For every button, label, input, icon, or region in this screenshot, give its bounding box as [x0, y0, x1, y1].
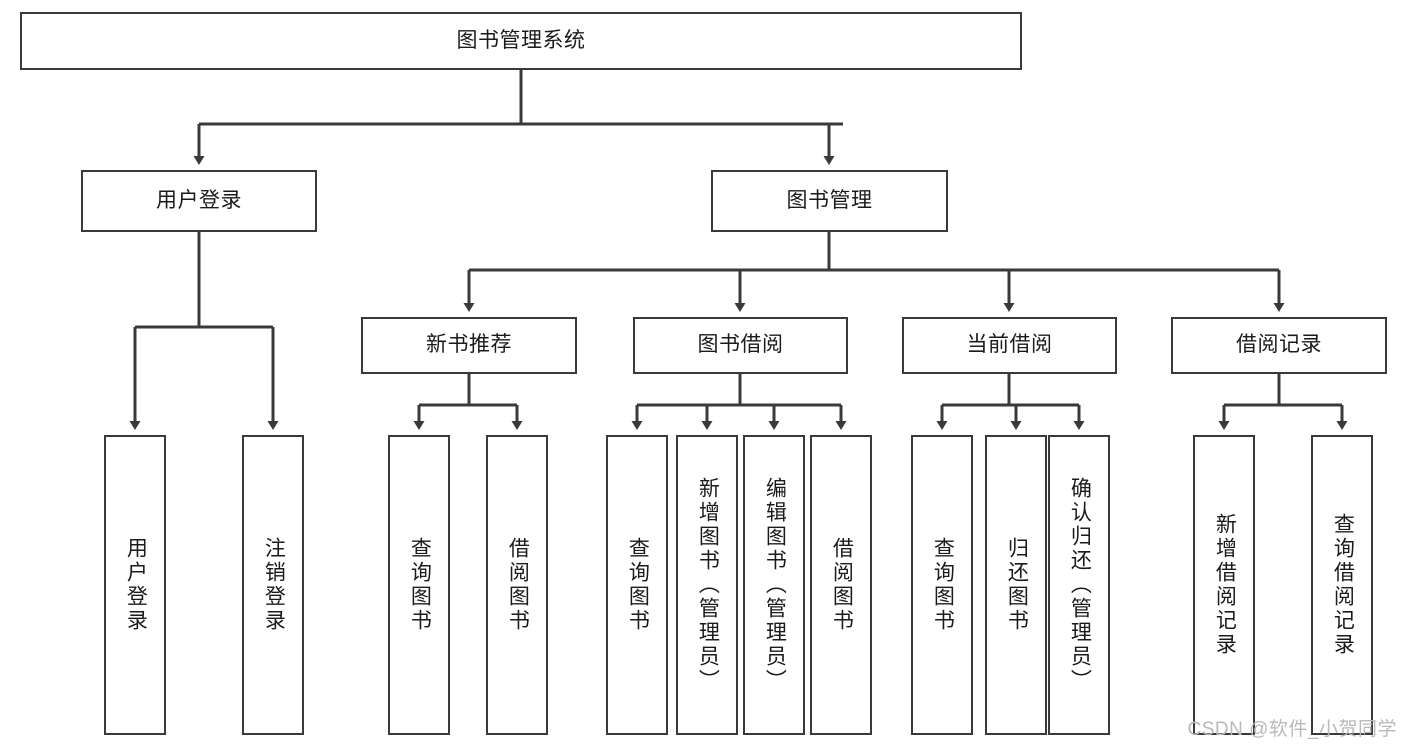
- node-book-borrow[interactable]: 图书借阅: [633, 317, 848, 374]
- leaf-query-book-3-label: 查询图书: [931, 537, 955, 633]
- leaf-query-record[interactable]: 查询借阅记录: [1311, 435, 1373, 735]
- node-new-book-recommend-label: 新书推荐: [426, 333, 512, 357]
- leaf-logout-label: 注销登录: [262, 537, 286, 633]
- leaf-query-book-1[interactable]: 查询图书: [388, 435, 450, 735]
- leaf-user-login[interactable]: 用户登录: [104, 435, 166, 735]
- node-root[interactable]: 图书管理系统: [20, 12, 1022, 70]
- leaf-add-book-label: 新增图书（管理员）: [696, 477, 720, 693]
- node-borrow-record-label: 借阅记录: [1236, 333, 1322, 357]
- leaf-user-login-label: 用户登录: [124, 537, 148, 633]
- node-book-manage[interactable]: 图书管理: [711, 170, 948, 232]
- leaf-add-record[interactable]: 新增借阅记录: [1193, 435, 1255, 735]
- leaf-add-record-label: 新增借阅记录: [1213, 513, 1237, 657]
- leaf-confirm-return-label: 确认归还（管理员）: [1068, 477, 1092, 693]
- node-current-borrow-label: 当前借阅: [966, 333, 1053, 357]
- leaf-return-book-label: 归还图书: [1005, 537, 1029, 633]
- node-user-login-label: 用户登录: [156, 188, 242, 212]
- leaf-borrow-book-1[interactable]: 借阅图书: [486, 435, 548, 735]
- watermark-text: CSDN @软件_小贺同学: [1187, 719, 1397, 740]
- node-borrow-record[interactable]: 借阅记录: [1171, 317, 1387, 374]
- leaf-borrow-book-1-label: 借阅图书: [506, 537, 530, 633]
- node-user-login[interactable]: 用户登录: [81, 170, 317, 232]
- leaf-logout[interactable]: 注销登录: [242, 435, 304, 735]
- leaf-borrow-book-2[interactable]: 借阅图书: [810, 435, 872, 735]
- leaf-query-book-2[interactable]: 查询图书: [606, 435, 668, 735]
- leaf-edit-book-label: 编辑图书（管理员）: [763, 477, 787, 693]
- leaf-confirm-return[interactable]: 确认归还（管理员）: [1048, 435, 1110, 735]
- leaf-query-book-2-label: 查询图书: [626, 537, 650, 633]
- leaf-edit-book[interactable]: 编辑图书（管理员）: [743, 435, 805, 735]
- leaf-borrow-book-2-label: 借阅图书: [830, 537, 854, 633]
- node-root-label: 图书管理系统: [456, 28, 586, 52]
- node-current-borrow[interactable]: 当前借阅: [902, 317, 1117, 374]
- leaf-add-book[interactable]: 新增图书（管理员）: [676, 435, 738, 735]
- leaf-query-book-3[interactable]: 查询图书: [911, 435, 973, 735]
- node-book-borrow-label: 图书借阅: [697, 333, 784, 357]
- node-new-book-recommend[interactable]: 新书推荐: [361, 317, 577, 374]
- leaf-query-record-label: 查询借阅记录: [1331, 513, 1355, 657]
- leaf-return-book[interactable]: 归还图书: [985, 435, 1047, 735]
- node-book-manage-label: 图书管理: [786, 188, 873, 212]
- leaf-query-book-1-label: 查询图书: [408, 537, 432, 633]
